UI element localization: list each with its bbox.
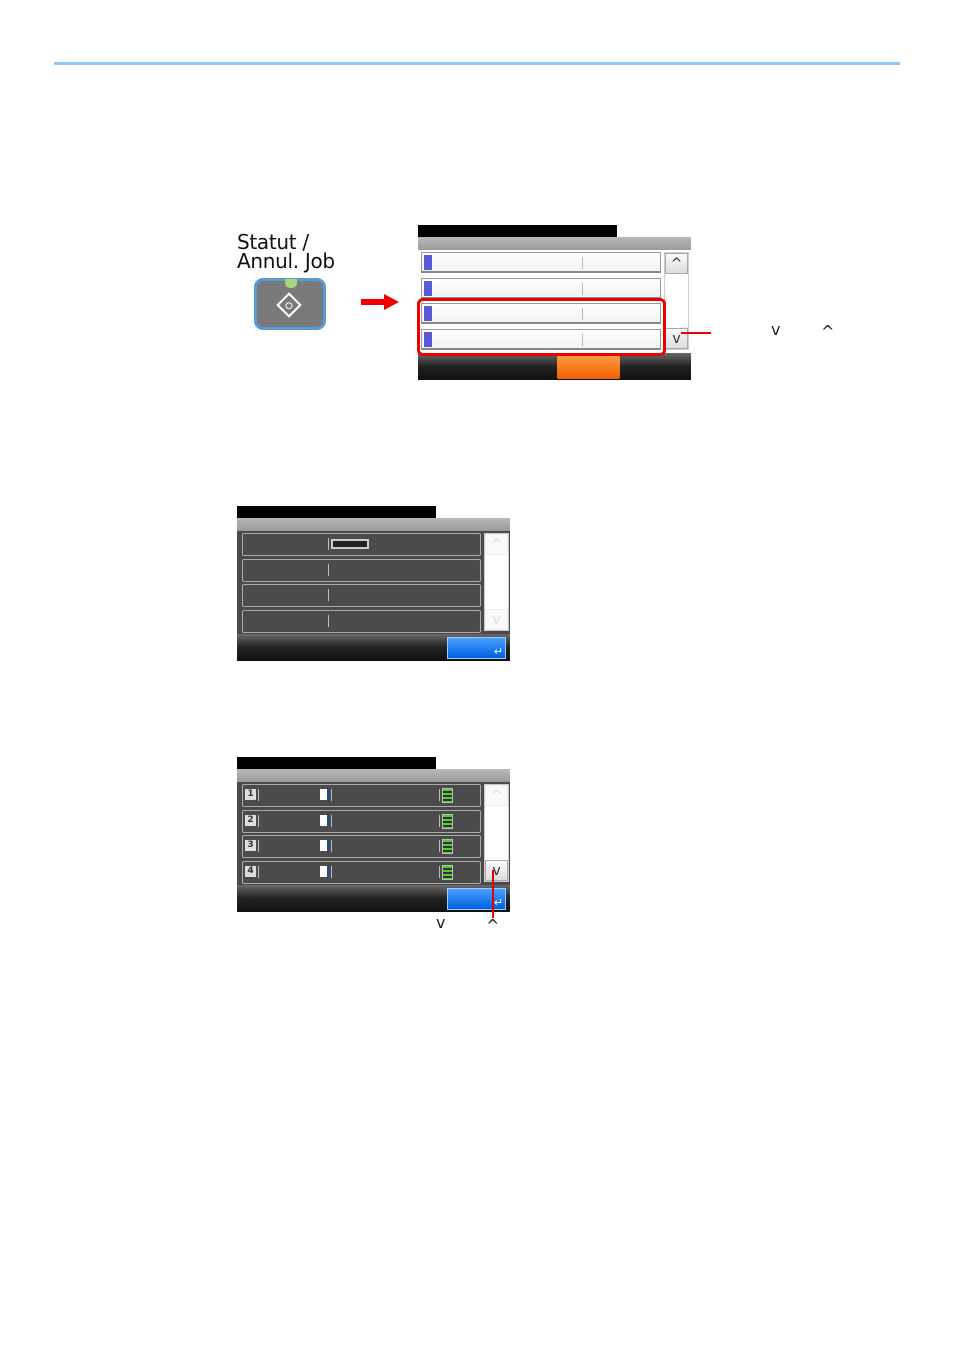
field-value xyxy=(331,539,369,549)
highlight-box xyxy=(417,298,666,356)
divider xyxy=(439,840,440,852)
scrollbar[interactable]: ^ v xyxy=(664,252,689,350)
label-line-2: Annul. Job xyxy=(237,249,335,273)
title-bar xyxy=(237,757,436,769)
divider xyxy=(258,866,259,878)
callout-line xyxy=(492,870,494,918)
title-bar xyxy=(237,506,436,518)
divider xyxy=(328,564,329,576)
divider xyxy=(439,866,440,878)
led-indicator xyxy=(285,279,297,288)
chevron-down-icon: v xyxy=(436,913,446,932)
callout-line xyxy=(681,332,711,334)
divider xyxy=(258,789,259,801)
list-item[interactable] xyxy=(421,252,661,273)
list-item[interactable]: 2 xyxy=(242,810,481,833)
divider xyxy=(331,840,332,852)
document-icon xyxy=(320,840,329,851)
ok-button[interactable]: ↵ xyxy=(447,637,506,659)
divider xyxy=(258,815,259,827)
list-area: 1 2 3 4 ^ v xyxy=(237,782,510,885)
title-bar xyxy=(418,225,617,237)
screen-detail: ^ v ↵ xyxy=(237,506,510,661)
list-item[interactable] xyxy=(242,610,481,633)
header-bar xyxy=(418,237,691,250)
list-icon xyxy=(442,814,453,829)
list-item[interactable] xyxy=(421,278,661,299)
chevron-down-icon: v xyxy=(771,320,781,339)
marker xyxy=(424,281,432,296)
scrollbar[interactable]: ^ v xyxy=(484,533,509,631)
divider xyxy=(331,789,332,801)
chevron-up-icon: ^ xyxy=(821,322,835,341)
header-rule xyxy=(54,62,900,65)
list-item[interactable] xyxy=(421,303,661,324)
list-item[interactable] xyxy=(242,584,481,607)
arrow-right-icon xyxy=(361,299,385,305)
divider xyxy=(328,589,329,601)
divider xyxy=(582,283,583,295)
marker xyxy=(424,332,432,347)
divider xyxy=(439,789,440,801)
list-icon xyxy=(442,788,453,803)
chevron-down-icon[interactable]: v xyxy=(485,860,508,881)
screen-status: ^ v xyxy=(418,225,691,380)
divider xyxy=(582,308,583,320)
divider xyxy=(328,538,329,550)
header-bar xyxy=(237,769,510,782)
chevron-down-icon[interactable]: v xyxy=(485,609,508,630)
arrow-head xyxy=(384,294,399,310)
header-bar xyxy=(237,518,510,531)
list-item[interactable]: 1 xyxy=(242,784,481,807)
chevron-up-icon: ^ xyxy=(486,916,500,935)
footer-bar: ↵ xyxy=(237,634,510,661)
marker xyxy=(424,255,432,270)
chevron-up-icon[interactable]: ^ xyxy=(485,534,508,555)
list-item[interactable]: 4 xyxy=(242,861,481,884)
list-item[interactable] xyxy=(242,559,481,582)
marker xyxy=(424,306,432,321)
chevron-up-icon[interactable]: ^ xyxy=(665,253,688,274)
enter-icon: ↵ xyxy=(493,896,503,909)
row-number: 4 xyxy=(245,866,256,877)
list-area: ^ v xyxy=(237,531,510,634)
chevron-up-icon[interactable]: ^ xyxy=(485,785,508,806)
status-job-cancel-key[interactable] xyxy=(254,278,326,330)
status-icon xyxy=(276,292,302,318)
cancel-button[interactable] xyxy=(557,356,620,379)
document-icon xyxy=(320,815,329,826)
list-icon xyxy=(442,839,453,854)
divider xyxy=(328,615,329,627)
ok-button[interactable]: ↵ xyxy=(447,888,506,910)
divider xyxy=(258,840,259,852)
label-line-1: Statut / xyxy=(237,230,309,254)
divider xyxy=(439,815,440,827)
divider xyxy=(582,257,583,269)
screen-job-list: 1 2 3 4 ^ v ↵ xyxy=(237,757,510,912)
status-key-label: Statut /Annul. Job xyxy=(237,230,335,273)
document-icon xyxy=(320,789,329,800)
enter-icon: ↵ xyxy=(493,645,503,658)
list-item[interactable] xyxy=(242,533,481,556)
list-area: ^ v xyxy=(418,250,691,353)
row-number: 1 xyxy=(245,789,256,800)
list-icon xyxy=(442,865,453,880)
list-item[interactable] xyxy=(421,329,661,350)
footer-bar: ↵ xyxy=(237,885,510,912)
row-number: 3 xyxy=(245,840,256,851)
row-number: 2 xyxy=(245,815,256,826)
list-item[interactable]: 3 xyxy=(242,835,481,858)
document-icon xyxy=(320,866,329,877)
divider xyxy=(582,334,583,346)
divider xyxy=(331,815,332,827)
scrollbar[interactable]: ^ v xyxy=(484,784,509,882)
divider xyxy=(331,866,332,878)
footer-bar xyxy=(418,353,691,380)
